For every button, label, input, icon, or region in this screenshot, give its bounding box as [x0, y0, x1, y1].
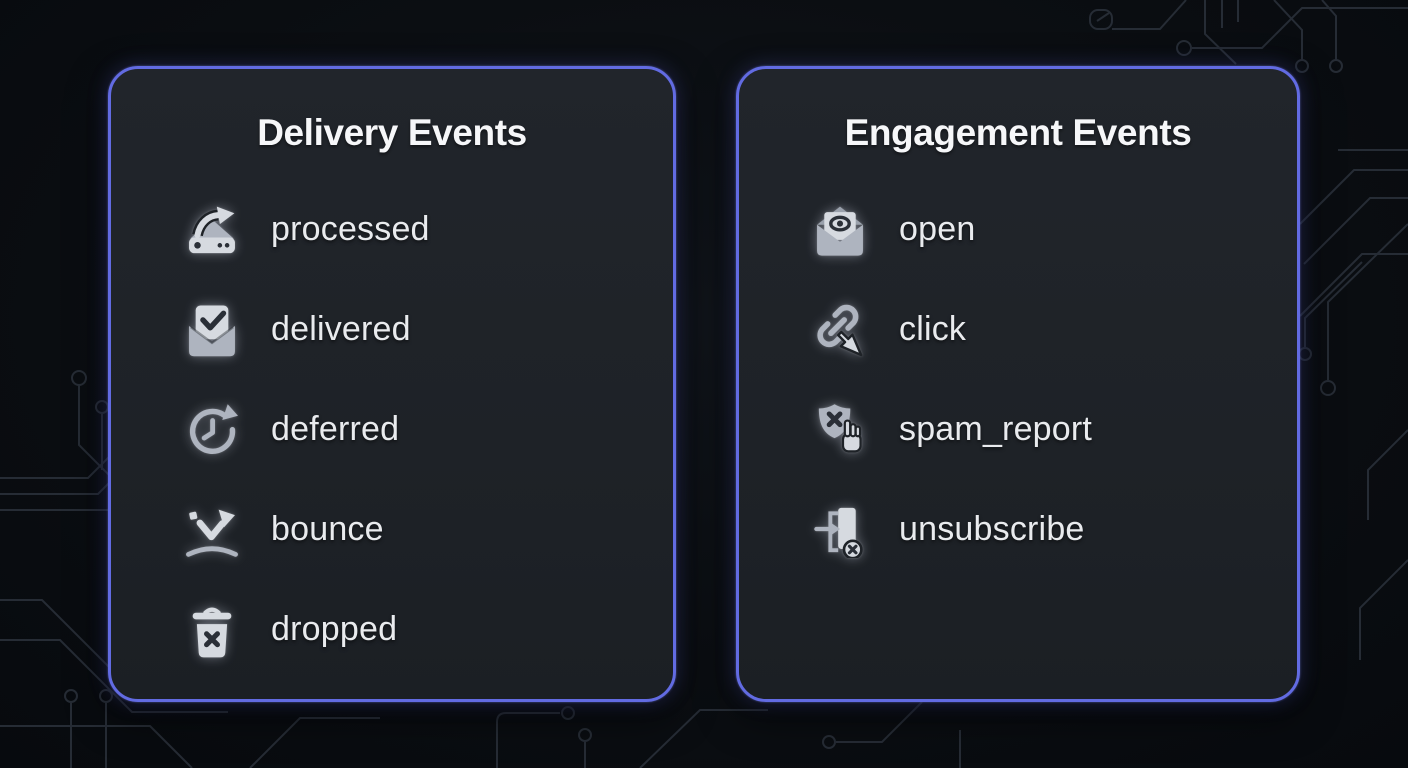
open-icon	[811, 200, 869, 258]
event-item-label: unsubscribe	[899, 509, 1085, 548]
delivery-events-list: processed delivered deferred bounce drop…	[111, 179, 673, 679]
engagement-events-card: Engagement Events open click spam_report…	[736, 66, 1300, 702]
event-item: unsubscribe	[739, 479, 1297, 579]
deferred-icon	[183, 400, 241, 458]
engagement-events-list: open click spam_report unsubscribe	[739, 179, 1297, 579]
event-item-label: click	[899, 309, 967, 348]
event-item-label: processed	[271, 209, 430, 248]
event-item: deferred	[111, 379, 673, 479]
event-item-label: dropped	[271, 609, 398, 648]
event-item-label: deferred	[271, 409, 400, 448]
event-item: processed	[111, 179, 673, 279]
event-item: dropped	[111, 579, 673, 679]
event-item-label: spam_report	[899, 409, 1093, 448]
delivered-icon	[183, 300, 241, 358]
event-item: bounce	[111, 479, 673, 579]
event-item-label: delivered	[271, 309, 411, 348]
spam-report-icon	[811, 400, 869, 458]
event-item-label: bounce	[271, 509, 384, 548]
click-icon	[811, 300, 869, 358]
engagement-events-title: Engagement Events	[844, 112, 1192, 153]
event-item: spam_report	[739, 379, 1297, 479]
dropped-icon	[183, 600, 241, 658]
delivery-events-card: Delivery Events processed delivered defe…	[108, 66, 676, 702]
unsubscribe-icon	[811, 500, 869, 558]
event-item: click	[739, 279, 1297, 379]
event-item-label: open	[899, 209, 976, 248]
event-item: open	[739, 179, 1297, 279]
delivery-events-title: Delivery Events	[257, 112, 527, 153]
processed-icon	[183, 200, 241, 258]
bounce-icon	[183, 500, 241, 558]
event-item: delivered	[111, 279, 673, 379]
